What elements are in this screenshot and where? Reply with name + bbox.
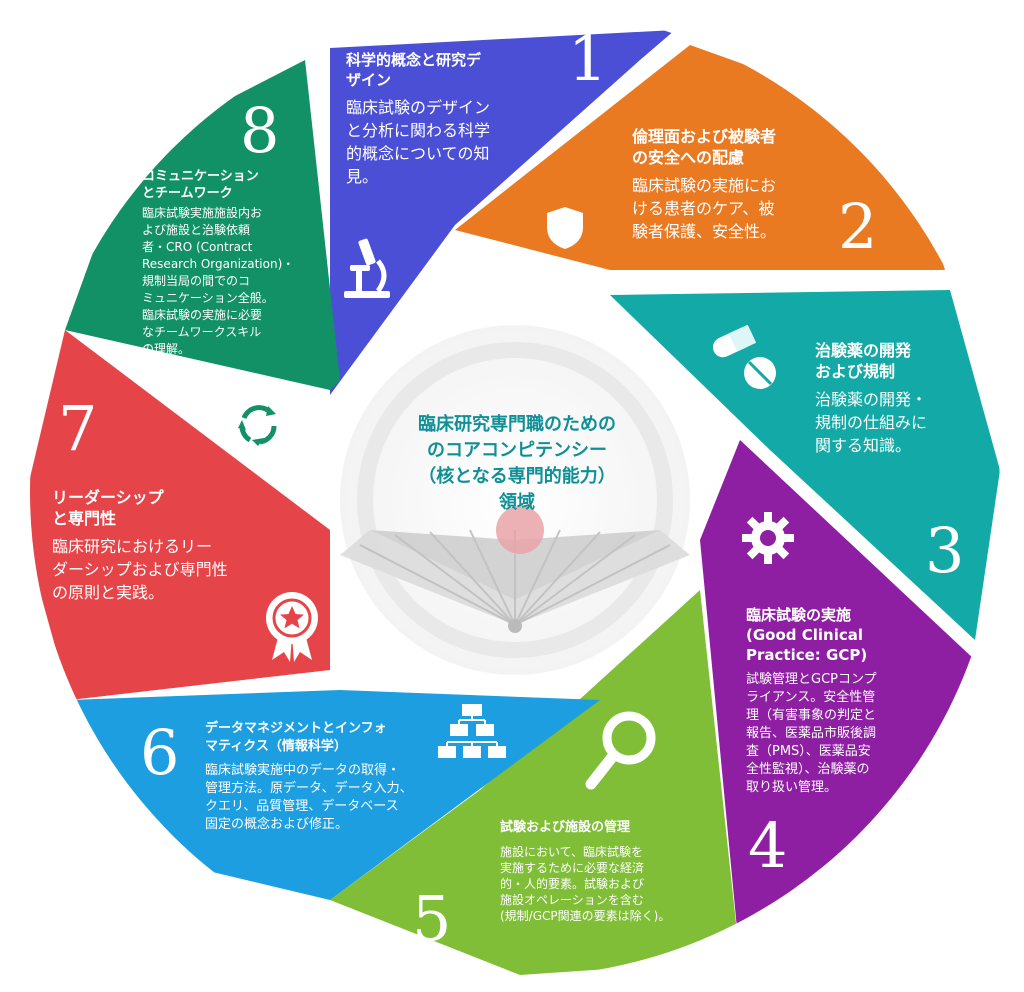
segment-1-title: 科学的概念と研究デ ザイン — [346, 51, 482, 89]
segment-2-number: 2 — [838, 190, 878, 263]
center-title: 臨床研究専門職のための のコアコンピテンシー （核となる専門的能力） 領域 — [418, 414, 616, 513]
center-red-dot — [496, 506, 544, 554]
segment-1-slice — [330, 30, 675, 395]
segment-6-number: 6 — [140, 716, 180, 789]
segment-4-number: 4 — [748, 809, 788, 882]
segment-4-title: 臨床試験の実施 (Good Clinical Practice: GCP) — [746, 606, 868, 664]
segment-4-description: 試験管理とGCPコンプ ライアンス。安全性管 理（有害事象の判定と 報告、医薬品… — [746, 672, 877, 795]
segment-8-number: 8 — [240, 94, 280, 167]
segment-3-description: 治験薬の開発・ 規制の仕組みに 関する知識。 — [815, 390, 928, 455]
segment-7-description: 臨床研究におけるリー ダーシップおよび専門性 の原則と実践。 — [52, 537, 228, 602]
cycle-arrows-icon — [230, 398, 286, 454]
segment-5-description: 施設において、臨床試験を 実施するために必要な経済 的・人的要素。試験および 施… — [500, 845, 671, 923]
segment-8-description: 臨床試験実施施設内お よび施設と治験依頼 者・CRO (Contract Res… — [142, 206, 295, 356]
segment-5-title: 試験および施設の管理 — [500, 820, 631, 835]
folding-fan-illustration — [340, 529, 690, 633]
segment-1-number: 1 — [568, 22, 608, 95]
segment-8-title: コミュニケーション とチームワーク — [142, 169, 259, 201]
segment-1-description: 臨床試験のデザイン と分析に関わる科学 的概念についての知 見。 — [346, 98, 491, 186]
segment-8-slice — [65, 60, 340, 390]
segment-7-title: リーダーシップ と専門性 — [52, 488, 164, 528]
center-ring — [357, 342, 673, 658]
segment-5-number: 5 — [412, 882, 452, 955]
segment-3-number: 3 — [925, 514, 965, 587]
segment-3-text: 治験薬の開発 および規制 治験薬の開発・ 規制の仕組みに 関する知識。 — [815, 340, 985, 457]
award-badge-icon — [266, 592, 318, 662]
segment-2-text: 倫理面および被験者 の安全への配慮 臨床試験の実施にお ける患者のケア、被 験者… — [632, 126, 832, 243]
segment-1-text: 科学的概念と研究デ ザイン 臨床試験のデザイン と分析に関わる科学 的概念につい… — [346, 50, 561, 188]
segment-6-title: データマネジメントとインフォ マティクス（情報科学） — [205, 721, 387, 754]
gear-icon — [742, 512, 794, 564]
segment-4-text: 臨床試験の実施 (Good Clinical Practice: GCP) 試験… — [746, 605, 936, 797]
hierarchy-icon — [438, 704, 506, 758]
segment-6-description: 臨床試験実施中のデータの取得・ 管理方法。原データ、データ入力、 クエリ、品質管… — [205, 763, 413, 832]
pill-icon — [712, 325, 776, 389]
segment-5-slice — [330, 590, 740, 975]
segment-7-slice — [30, 330, 330, 700]
magnifier-icon — [585, 711, 656, 790]
segment-6-text: データマネジメントとインフォ マティクス（情報科学） 臨床試験実施中のデータの取… — [205, 720, 455, 834]
segment-7-text: リーダーシップ と専門性 臨床研究におけるリー ダーシップおよび専門性 の原則と… — [52, 487, 302, 604]
segment-2-description: 臨床試験の実施にお ける患者のケア、被 験者保護、安全性。 — [632, 176, 777, 241]
microscope-icon — [344, 238, 390, 298]
segment-3-title: 治験薬の開発 および規制 — [815, 341, 912, 381]
segment-2-title: 倫理面および被験者 の安全への配慮 — [632, 127, 777, 167]
shield-icon — [547, 207, 583, 249]
segment-8-text: コミュニケーション とチームワーク 臨床試験実施施設内お よび施設と治験依頼 者… — [142, 168, 322, 358]
segment-5-text: 試験および施設の管理 施設において、臨床試験を 実施するために必要な経済 的・人… — [500, 818, 715, 924]
segment-7-number: 7 — [58, 392, 98, 465]
segment-3-slice — [610, 290, 1000, 640]
